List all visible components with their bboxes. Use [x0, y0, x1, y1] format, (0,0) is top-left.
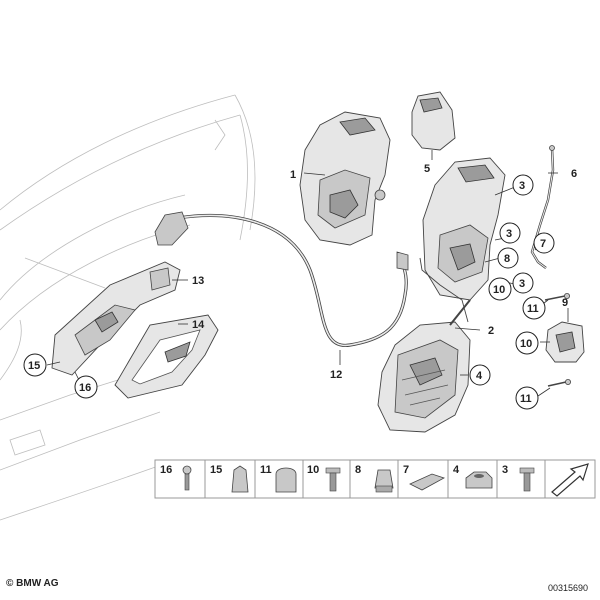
copyright-text: © BMW AG — [6, 578, 59, 589]
arrow-icon — [551, 463, 589, 497]
legend-num-10: 10 — [307, 464, 319, 476]
callout-8-circle — [497, 247, 519, 269]
connecting-wire — [419, 257, 469, 323]
callout-15-circle — [23, 353, 47, 377]
callout-7-circle — [533, 232, 555, 254]
callout-1: 1 — [290, 169, 296, 181]
callout-7: 7 — [540, 238, 546, 250]
torx-screw-icon — [519, 467, 535, 492]
legend-num-11: 11 — [260, 464, 272, 476]
screw-icon — [182, 465, 192, 491]
callout-3b-circle — [499, 222, 521, 244]
fastener-legend: 16 15 11 10 8 7 4 — [154, 459, 596, 499]
callout-3c-circle — [512, 272, 534, 294]
lock-actuator — [377, 299, 471, 433]
callout-10a-circle — [488, 277, 512, 301]
callout-16-circle — [74, 375, 98, 399]
door-outline-sketch — [0, 94, 256, 521]
callout-6: 6 — [571, 168, 577, 180]
nut-icon — [465, 471, 493, 489]
callout-10b-circle — [515, 331, 539, 355]
callout-16: 16 — [79, 382, 91, 394]
callout-3a: 3 — [519, 180, 525, 192]
legend-num-8: 8 — [355, 464, 361, 476]
callout-4-circle — [469, 364, 491, 386]
legend-num-15: 15 — [210, 464, 222, 476]
callout-11a-circle — [522, 296, 546, 320]
callout-11b: 11 — [520, 393, 532, 405]
callout-3c: 3 — [519, 278, 525, 290]
callout-13: 13 — [192, 275, 204, 287]
callout-11a: 11 — [527, 303, 539, 315]
door-lock-assembly — [422, 157, 506, 301]
callout-5: 5 — [424, 163, 430, 175]
callout-4: 4 — [476, 370, 483, 382]
bolt-upper — [544, 292, 571, 301]
legend-num-3: 3 — [502, 464, 508, 476]
pad-icon — [409, 473, 445, 491]
callout-15: 15 — [28, 360, 40, 372]
lock-rod — [530, 145, 555, 269]
bowden-cable — [154, 211, 409, 347]
lock-cover — [411, 91, 456, 151]
striker-plate — [545, 321, 585, 363]
legend-num-4: 4 — [453, 464, 460, 476]
callout-3b: 3 — [506, 228, 512, 240]
bolt-icon — [325, 467, 341, 492]
bolt-lower — [547, 378, 572, 387]
inner-handle-bracket — [51, 261, 181, 376]
callout-12: 12 — [330, 369, 342, 381]
callout-8: 8 — [504, 253, 510, 265]
clip-icon — [231, 465, 249, 493]
callout-10b: 10 — [520, 338, 532, 350]
cap-icon — [275, 467, 297, 493]
callout-11b-circle — [515, 386, 539, 410]
document-number: 00315690 — [548, 583, 589, 593]
callout-3a-circle — [512, 174, 534, 196]
callout-2: 2 — [488, 325, 494, 337]
callout-10a: 10 — [493, 284, 505, 296]
callout-14: 14 — [192, 319, 205, 331]
door-lock-housing — [299, 111, 391, 246]
legend-num-7: 7 — [403, 464, 409, 476]
legend-num-16: 16 — [160, 464, 172, 476]
rivet-icon — [374, 469, 394, 493]
handle-trim — [114, 314, 219, 399]
callout-9: 9 — [562, 297, 568, 309]
